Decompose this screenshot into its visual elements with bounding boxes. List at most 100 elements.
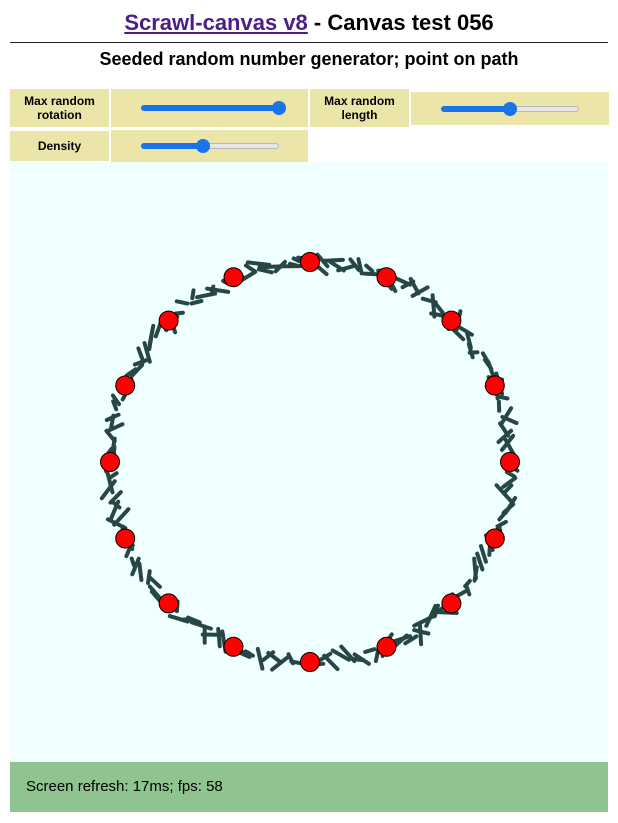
- scrawl-stroke: [502, 483, 514, 495]
- scrawl-stroke: [472, 565, 479, 583]
- scrawl-stroke: [129, 556, 136, 568]
- scrawl-stroke: [256, 267, 274, 275]
- scrawl-stroke: [362, 271, 382, 277]
- scrawl-stroke: [137, 561, 144, 582]
- scrawl-stroke: [356, 257, 364, 276]
- max-length-cell: [411, 92, 609, 125]
- scrawl-stroke: [205, 286, 231, 294]
- scrawl-stroke: [189, 620, 213, 631]
- scrawl-stroke: [412, 614, 436, 628]
- scrawl-stroke: [147, 584, 162, 600]
- scrawl-stroke: [190, 288, 196, 301]
- scrawl-stroke: [475, 551, 485, 572]
- slider-thumb[interactable]: [503, 101, 517, 116]
- demo-canvas[interactable]: [10, 162, 608, 762]
- scrawl-stroke: [108, 490, 123, 505]
- scrawl-stroke: [501, 476, 518, 489]
- scrawl-stroke: [497, 505, 512, 522]
- density-label: Density: [10, 131, 109, 161]
- title-divider: [10, 42, 608, 43]
- scrawl-stroke: [487, 544, 492, 557]
- scrawl-stroke: [417, 622, 424, 647]
- scrawl-stroke: [336, 264, 355, 273]
- max-rotation-cell: [111, 89, 308, 127]
- scrawl-stroke: [189, 299, 204, 306]
- scrawl-stroke: [410, 285, 430, 298]
- path-marker-dot: [441, 593, 462, 614]
- path-marker-dot: [223, 636, 244, 657]
- scrawl-stroke: [339, 644, 357, 664]
- path-marker-dot: [115, 528, 136, 549]
- scrawl-stroke: [104, 422, 125, 434]
- scrawl-stroke: [330, 648, 351, 662]
- scrawl-stroke: [130, 363, 145, 378]
- density-cell: [111, 130, 308, 162]
- scrawl-stroke: [323, 257, 345, 263]
- max-length-label: Max random length: [310, 89, 409, 127]
- scrawl-stroke: [147, 323, 156, 347]
- scrawl-stroke: [457, 325, 474, 337]
- path-marker-dot: [158, 593, 179, 614]
- slider-fill: [140, 105, 279, 111]
- status-report: Screen refresh: 17ms; fps: 58: [10, 762, 608, 812]
- scrawl-stroke: [498, 395, 510, 401]
- max-rotation-label: Max random rotation: [10, 89, 109, 127]
- page-title: Scrawl-canvas v8 - Canvas test 056: [0, 10, 618, 36]
- slider-thumb[interactable]: [195, 139, 210, 153]
- scrawl-stroke: [124, 367, 138, 378]
- scrawl-stroke: [500, 414, 519, 425]
- scrawl-stroke: [245, 260, 272, 267]
- scrawl-stroke: [403, 634, 419, 646]
- scrawl-canvas-link[interactable]: Scrawl-canvas v8: [124, 10, 308, 35]
- scrawl-stroke: [99, 479, 117, 501]
- scrawl-stroke: [364, 263, 375, 273]
- scrawl-stroke: [288, 261, 299, 268]
- slider-fill: [441, 105, 510, 112]
- path-marker-dot: [300, 252, 320, 272]
- path-marker-dot: [115, 375, 136, 396]
- path-markers: [100, 252, 520, 672]
- scrawl-stroke: [167, 614, 190, 624]
- path-marker-dot: [441, 310, 462, 331]
- scrawl-stroke: [142, 341, 152, 364]
- max-length-slider[interactable]: [441, 101, 579, 117]
- path-marker-dot: [376, 267, 397, 288]
- path-marker-dot: [484, 528, 505, 549]
- scrawl-stroke: [494, 483, 513, 504]
- scrawl-stroke: [110, 393, 121, 407]
- density-slider[interactable]: [140, 138, 279, 154]
- scrawl-stroke: [504, 470, 517, 479]
- max-rotation-slider[interactable]: [140, 100, 286, 116]
- scrawl-stroke: [174, 299, 190, 306]
- path-marker-dot: [223, 267, 244, 288]
- scrawl-stroke: [432, 603, 440, 619]
- page-subtitle: Seeded random number generator; point on…: [99, 49, 519, 69]
- scrawl-stroke: [479, 544, 488, 564]
- slider-fill: [140, 143, 203, 149]
- scrawl-stroke: [105, 469, 115, 495]
- scrawl-stroke: [108, 471, 119, 480]
- scrawl-stroke: [104, 412, 121, 422]
- scrawl-stroke: [112, 507, 131, 527]
- scrawl-stroke: [432, 299, 445, 315]
- path-marker-dot: [484, 375, 505, 396]
- path-marker-dot: [100, 452, 120, 472]
- slider-thumb[interactable]: [271, 101, 286, 115]
- scrawl-stroke: [495, 519, 508, 529]
- scrawl-stroke: [255, 646, 265, 671]
- path-marker-dot: [500, 452, 520, 472]
- scrawl-stroke: [136, 346, 146, 364]
- canvas-drawing: [99, 252, 520, 672]
- scrawl-stroke: [363, 647, 377, 654]
- scrawl-stroke: [261, 650, 276, 662]
- path-marker-dot: [158, 310, 179, 331]
- scrawl-stroke: [244, 263, 258, 274]
- scrawl-stroke: [146, 569, 152, 585]
- scrawl-stroke: [173, 310, 185, 316]
- scrawl-stroke: [216, 627, 222, 649]
- scrawl-stroke: [147, 574, 162, 589]
- scrawl-stroke: [111, 399, 119, 412]
- scrawl-stroke: [348, 257, 361, 272]
- path-marker-dot: [376, 636, 397, 657]
- path-marker-dot: [300, 652, 320, 672]
